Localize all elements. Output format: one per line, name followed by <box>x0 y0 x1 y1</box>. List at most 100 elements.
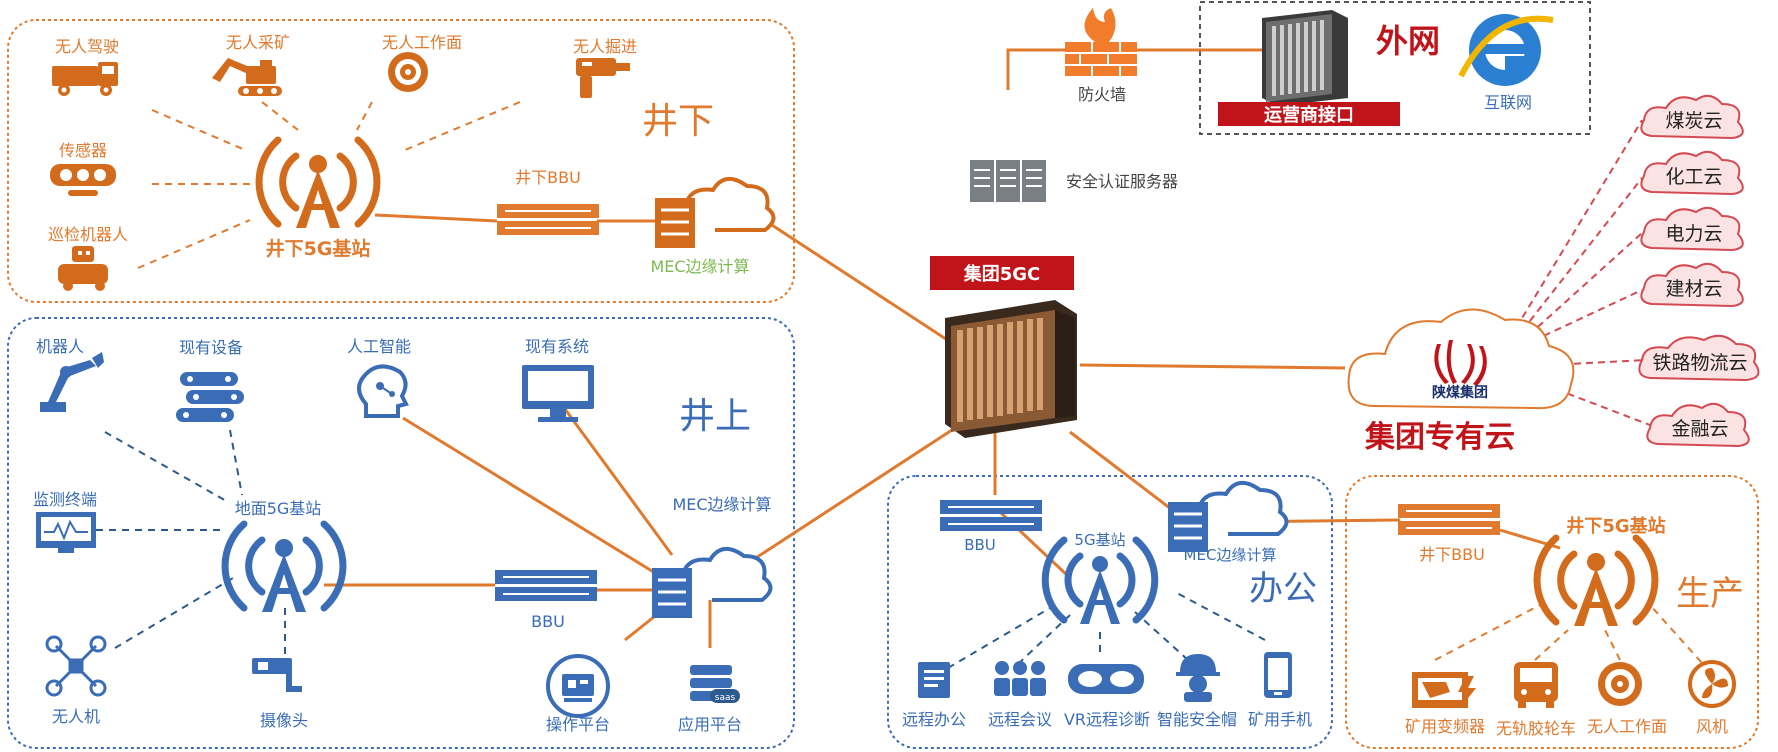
robot-arm-icon <box>40 352 104 412</box>
internet-label: 互联网 <box>1484 93 1532 112</box>
sub-cloud-label: 建材云 <box>1665 278 1722 300</box>
office-station-label: 5G基站 <box>1074 531 1125 549</box>
sub-cloud-label: 金融云 <box>1671 418 1728 440</box>
sub-cloud-building-materials <box>1640 262 1744 308</box>
auth-server-label: 安全认证服务器 <box>1066 172 1178 191</box>
production-antenna-icon <box>1533 534 1659 626</box>
internet-e-icon <box>1458 14 1554 86</box>
production-dashed-links <box>1434 604 1711 673</box>
office-title: 办公 <box>1249 569 1317 609</box>
underground-title: 井下 <box>642 101 714 142</box>
surface-device-label: 无人机 <box>52 707 100 726</box>
underground-device-label: 无人驾驶 <box>55 37 119 56</box>
ai-head-icon <box>357 364 409 418</box>
production-device-label: 无轨胶轮车 <box>1496 719 1576 738</box>
underground-station-label: 井下5G基站 <box>266 237 371 260</box>
surface-device-label: 机器人 <box>36 337 84 356</box>
operation-platform-icon <box>546 654 610 718</box>
office-bbu-label: BBU <box>964 536 996 554</box>
surface-zone <box>7 317 795 749</box>
office-mec-icon <box>1168 481 1289 552</box>
surface-device-label: 摄像头 <box>260 711 308 730</box>
underground-bbu-icon <box>496 203 600 236</box>
firewall-icon <box>1065 8 1137 76</box>
core-label: 集团5GC <box>963 263 1041 285</box>
sub-cloud-label: 化工云 <box>1665 166 1722 188</box>
operator-label-box <box>1218 102 1400 126</box>
surface-device-label: 人工智能 <box>347 337 411 356</box>
sensor-icon <box>50 164 116 196</box>
monitor-icon <box>522 365 594 422</box>
auth-server-icon <box>970 160 1046 202</box>
surface-mec-icon <box>652 547 773 618</box>
mine-phone-icon <box>1264 652 1292 698</box>
production-title: 生产 <box>1676 574 1744 614</box>
sub-cloud-label: 电力云 <box>1665 223 1722 245</box>
remote-meeting-icon <box>994 661 1046 696</box>
underground-antenna-icon <box>255 136 381 228</box>
core-chassis-icon <box>945 300 1077 438</box>
underground-device-label: 无人工作面 <box>382 33 462 52</box>
production-bbu-label: 井下BBU <box>1419 545 1485 564</box>
smart-helmet-icon <box>1176 654 1220 702</box>
frequency-converter-icon <box>1412 672 1476 708</box>
cloud-brand: 陕煤集团 <box>1432 384 1488 401</box>
monitoring-terminal-icon <box>36 512 96 553</box>
surface-station-label: 地面5G基站 <box>235 499 322 518</box>
conveyor-icon <box>176 372 244 422</box>
svg-text:saas: saas <box>715 693 736 703</box>
core-label-box <box>930 256 1074 290</box>
office-bbu-icon <box>939 499 1043 532</box>
office-device-label: 智能安全帽 <box>1157 710 1237 729</box>
production-device-label: 无人工作面 <box>1587 717 1667 736</box>
office-device-label: VR远程诊断 <box>1064 710 1150 729</box>
cloud-title: 集团专有云 <box>1364 420 1515 455</box>
backbone-links <box>324 48 1561 648</box>
surface-device-label: 应用平台 <box>678 715 742 734</box>
inspection-robot-icon <box>58 246 108 291</box>
surface-device-label: 现有系统 <box>525 337 589 356</box>
production-device-label: 风机 <box>1696 717 1728 736</box>
sub-cloud-label: 煤炭云 <box>1665 110 1722 132</box>
excavator-icon <box>212 58 282 96</box>
group-cloud-icon <box>1347 308 1575 410</box>
surface-device-label: 操作平台 <box>546 715 610 734</box>
sub-cloud-railway-logistics <box>1638 334 1760 382</box>
underground-device-label: 无人掘进 <box>573 37 637 56</box>
sub-cloud-label: 铁路物流云 <box>1652 352 1747 374</box>
saw-blade-icon <box>388 52 428 92</box>
truck-icon <box>52 62 118 96</box>
surface-dashed-links <box>96 429 286 655</box>
vr-headset-icon <box>1068 664 1144 694</box>
sub-cloud-coal <box>1640 94 1744 140</box>
underground-bbu-label: 井下BBU <box>515 168 581 187</box>
underground-mec-label: MEC边缘计算 <box>650 257 749 276</box>
fan-icon <box>1688 660 1736 708</box>
office-zone <box>887 475 1333 749</box>
surface-antenna-icon <box>221 520 347 612</box>
production-device-label: 矿用变频器 <box>1405 717 1485 736</box>
office-device-label: 远程办公 <box>902 710 966 729</box>
saas-stack-icon: saas <box>690 665 740 703</box>
office-device-label: 矿用手机 <box>1248 710 1312 729</box>
saw-blade-icon <box>1598 662 1642 706</box>
trackless-vehicle-icon <box>1514 662 1558 708</box>
drill-icon <box>576 58 630 98</box>
sub-cloud-power <box>1640 206 1744 252</box>
underground-dashed-links <box>137 101 521 269</box>
sub-cloud-chemical <box>1640 150 1744 196</box>
underground-device-label: 无人采矿 <box>226 33 290 52</box>
surface-device-label: 监测终端 <box>33 490 97 509</box>
drone-icon <box>45 635 107 697</box>
office-dashed-links <box>947 591 1266 669</box>
production-bbu-icon <box>1397 503 1501 536</box>
underground-device-label: 传感器 <box>59 141 107 160</box>
surface-bbu-label: BBU <box>531 612 565 631</box>
surface-bbu-icon <box>494 569 598 602</box>
sub-clouds: 煤炭云 化工云 电力云 建材云 铁路物流云 金融云 <box>1638 94 1760 448</box>
sub-cloud-finance <box>1646 402 1750 448</box>
camera-icon <box>252 658 302 692</box>
underground-mec-icon <box>655 177 776 248</box>
surface-title: 井上 <box>679 396 751 437</box>
